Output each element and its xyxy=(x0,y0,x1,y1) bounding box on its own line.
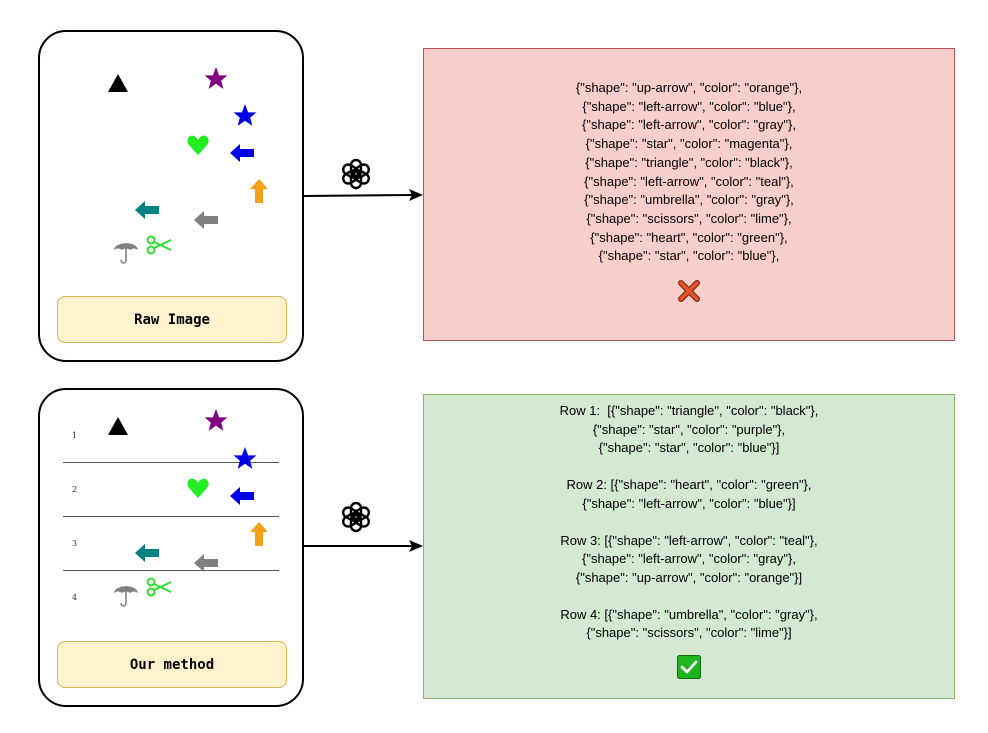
flow-arrow xyxy=(304,540,423,552)
row-number: 4 xyxy=(72,593,78,602)
raw-output-line: {"shape": "up-arrow", "color": "orange"}… xyxy=(575,80,803,95)
star-icon xyxy=(204,67,228,89)
row-divider xyxy=(63,516,279,517)
row-gap xyxy=(560,514,819,532)
raw-output-line: {"shape": "star", "color": "blue"}, xyxy=(598,248,780,264)
row-divider xyxy=(63,462,279,463)
row-output-line: {"shape": "star", "color": "blue"}] xyxy=(598,440,780,456)
scissors-icon xyxy=(146,235,172,255)
triangle-icon xyxy=(108,417,128,435)
row-number: 2 xyxy=(72,485,78,494)
raw-output-line: {"shape": "heart", "color": "green"}, xyxy=(590,229,788,245)
raw-output-line: {"shape": "left-arrow", "color": "gray"}… xyxy=(582,117,796,133)
raw-output-line: {"shape": "umbrella", "color": "gray"}, xyxy=(584,192,794,208)
heart-icon xyxy=(187,478,209,498)
row-output-line: Row 3: [{"shape": "left-arrow", "color":… xyxy=(560,532,818,548)
up-arrow-icon xyxy=(250,179,268,203)
star-icon xyxy=(204,409,228,431)
row-output-line: Row 4: [{"shape": "umbrella", "color": "… xyxy=(560,606,818,622)
openai-logo-icon xyxy=(342,501,370,533)
left-arrow-icon xyxy=(194,211,218,229)
left-arrow-icon xyxy=(135,544,159,562)
raw-output-text: {"shape": "up-arrow", "color": "orange"}… xyxy=(576,79,802,266)
openai-logo-icon xyxy=(342,158,370,190)
up-arrow-icon xyxy=(250,522,268,546)
star-icon xyxy=(233,104,257,126)
row-output-line: Row 2: [{"shape": "heart", "color": "gre… xyxy=(566,477,812,493)
flow-arrow xyxy=(303,189,423,201)
raw-output-line: {"shape": "star", "color": "magenta"}, xyxy=(585,136,793,152)
check-mark-icon xyxy=(677,655,701,684)
star-icon xyxy=(233,447,257,469)
row-output-line: {"shape": "star", "color": "purple"}, xyxy=(592,421,786,437)
row-gap xyxy=(560,588,819,606)
triangle-icon xyxy=(108,74,128,92)
raw-output-line: {"shape": "scissors", "color": "lime"}, xyxy=(586,210,792,226)
scissors-icon xyxy=(146,577,172,597)
raw-output-line: {"shape": "left-arrow", "color": "blue"}… xyxy=(582,98,796,114)
cross-mark-icon xyxy=(678,280,700,307)
row-output-line: Row 1: [{"shape": "triangle", "color": "… xyxy=(559,403,819,418)
raw-output-panel: {"shape": "up-arrow", "color": "orange"}… xyxy=(423,48,955,341)
row-divider xyxy=(63,570,279,571)
umbrella-icon xyxy=(114,586,138,607)
method-output-text: Row 1: [{"shape": "triangle", "color": "… xyxy=(560,402,819,643)
row-output-line: {"shape": "scissors", "color": "lime"}] xyxy=(586,625,792,641)
heart-icon xyxy=(187,135,209,155)
umbrella-icon xyxy=(114,243,138,264)
row-output-line: {"shape": "left-arrow", "color": "gray"}… xyxy=(582,551,796,567)
left-arrow-icon xyxy=(230,487,254,505)
row-number: 1 xyxy=(72,431,78,440)
our-method-card: Our method xyxy=(38,388,304,707)
method-output-panel: Row 1: [{"shape": "triangle", "color": "… xyxy=(423,394,955,699)
our-method-label: Our method xyxy=(57,641,287,688)
left-arrow-icon xyxy=(135,201,159,219)
raw-output-line: {"shape": "left-arrow", "color": "teal"}… xyxy=(584,173,794,189)
raw-output-line: {"shape": "triangle", "color": "black"}, xyxy=(585,154,793,170)
left-arrow-icon xyxy=(194,554,218,572)
row-output-line: {"shape": "left-arrow", "color": "blue"}… xyxy=(582,495,796,511)
left-arrow-icon xyxy=(230,144,254,162)
row-output-line: {"shape": "up-arrow", "color": "orange"}… xyxy=(575,569,803,585)
row-number: 3 xyxy=(72,539,78,548)
raw-image-label: Raw Image xyxy=(57,296,287,343)
row-gap xyxy=(560,458,819,476)
